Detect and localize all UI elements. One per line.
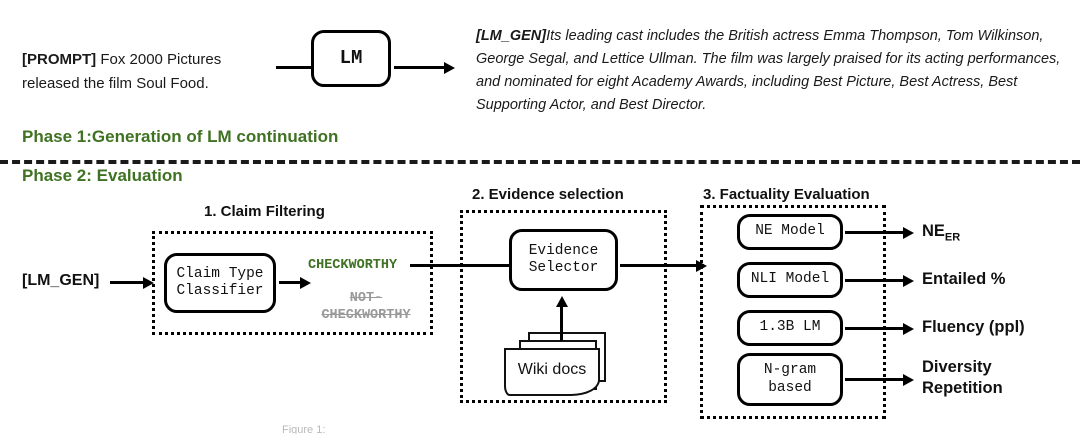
phase2-input-tag: [LM_GEN] [22,272,100,289]
arrow-prompt-to-lm-shaft [276,66,324,69]
arrow-ne-model-head [903,226,914,239]
prompt-text-block: [PROMPT] Fox 2000 Pictures released the … [22,48,272,96]
lm-generation-text-block: [LM_GEN]Its leading cast includes the Br… [476,25,1066,117]
wiki-docs-label: Wiki docs [517,361,587,378]
evidence-selector-box: Evidence Selector [509,229,618,291]
lm-13b-box: 1.3B LM [737,310,843,346]
arrow-lm-13b-shaft [845,327,910,330]
group-claim-filtering [152,231,433,335]
arrow-checkworthy-to-selector-shaft [410,264,532,267]
nli-model-box: NLI Model [737,262,843,298]
group-factuality-evaluation [700,205,886,419]
phase-1-label: Phase 1:Generation of LM continuation [22,127,339,146]
arrow-nli-model-head [903,274,914,287]
figure-caption: Figure 1: [282,424,326,434]
phase-divider [0,160,1080,164]
arrow-ngram-shaft [845,378,910,381]
lm-gen-tag: [LM_GEN] [476,28,547,44]
phase-2-label: Phase 2: Evaluation [22,166,183,185]
arrow-docs-to-selector-head [555,296,568,307]
arrow-lm-13b-head [903,322,914,335]
group-evidence-selection [460,210,667,403]
section-title-factuality-evaluation: 3. Factuality Evaluation [703,186,870,203]
prompt-tag: [PROMPT] [22,51,97,68]
prompt-body: Fox 2000 Pictures released the film Soul… [22,51,222,92]
ngram-based-box: N-gram based [737,353,843,406]
metric-label-ne-er: NEER [922,221,960,248]
ne-model-box: NE Model [737,214,843,250]
metric-ne-sub: ER [944,231,961,244]
lm-gen-body: Its leading cast includes the British ac… [476,28,1061,113]
arrow-ngram-head [903,373,914,386]
metric-label-fluency: Fluency (ppl) [922,318,1025,336]
claim-type-classifier-box: Claim Type Classifier [164,253,276,313]
section-title-evidence-selection: 2. Evidence selection [472,186,624,203]
metric-label-diversity-repetition: Diversity Repetition [922,358,1003,397]
metric-label-entailed: Entailed % [922,270,1006,288]
arrow-classifier-out-head [300,276,311,289]
arrow-lm-to-gen-head [444,61,455,74]
arrow-nli-model-shaft [845,279,910,282]
arrow-classifier-out-shaft [279,281,303,284]
not-checkworthy-label: NOT- CHECKWORTHY [321,291,411,323]
arrow-input-to-claimfilter-shaft [110,281,146,284]
checkworthy-label: CHECKWORTHY [308,258,398,273]
arrow-selector-to-factuality-shaft [620,264,704,267]
arrow-docs-to-selector-shaft [560,305,563,341]
arrow-ne-model-shaft [845,231,910,234]
arrow-lm-to-gen-shaft [394,66,446,69]
metric-ne-main: NE [922,222,945,240]
section-title-claim-filtering: 1. Claim Filtering [204,203,325,220]
arrow-input-to-claimfilter-head [143,276,154,289]
lm-box: LM [311,30,391,87]
wiki-docs-front-sheet: Wiki docs [504,348,600,396]
